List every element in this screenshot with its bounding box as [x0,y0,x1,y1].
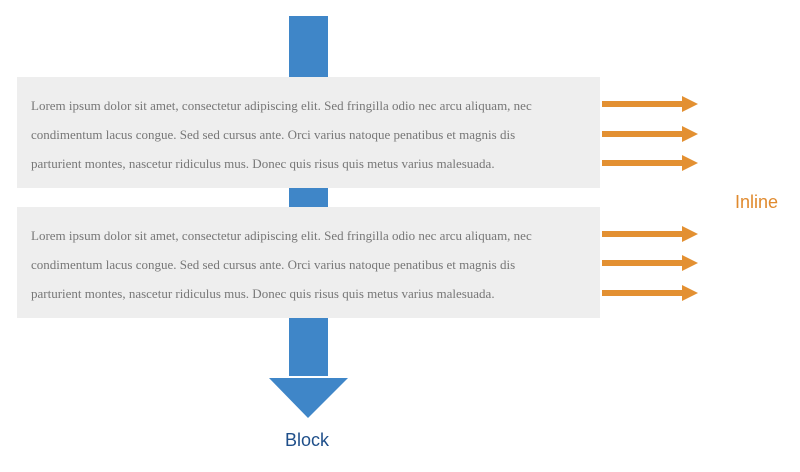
right-arrow-icon [602,255,698,271]
right-arrow-icon [602,155,698,171]
inline-label: Inline [735,192,779,212]
paragraph-box-1: Lorem ipsum dolor sit amet, consectetur … [17,77,600,188]
right-arrow-icon [602,285,698,301]
right-arrow-icon [602,96,698,112]
paragraph-line: Lorem ipsum dolor sit amet, consectetur … [31,228,532,243]
right-arrow-icon [602,126,698,142]
paragraph-box-2: Lorem ipsum dolor sit amet, consectetur … [17,207,600,318]
paragraph-line: condimentum lacus congue. Sed sed cursus… [31,127,516,142]
paragraph-line: Lorem ipsum dolor sit amet, consectetur … [31,98,532,113]
paragraph-line: condimentum lacus congue. Sed sed cursus… [31,257,516,272]
down-arrow-icon [269,378,348,418]
paragraph-line: parturient montes, nascetur ridiculus mu… [31,286,495,301]
right-arrow-icon [602,226,698,242]
paragraph-line: parturient montes, nascetur ridiculus mu… [31,156,495,171]
block-label: Block [285,430,330,450]
